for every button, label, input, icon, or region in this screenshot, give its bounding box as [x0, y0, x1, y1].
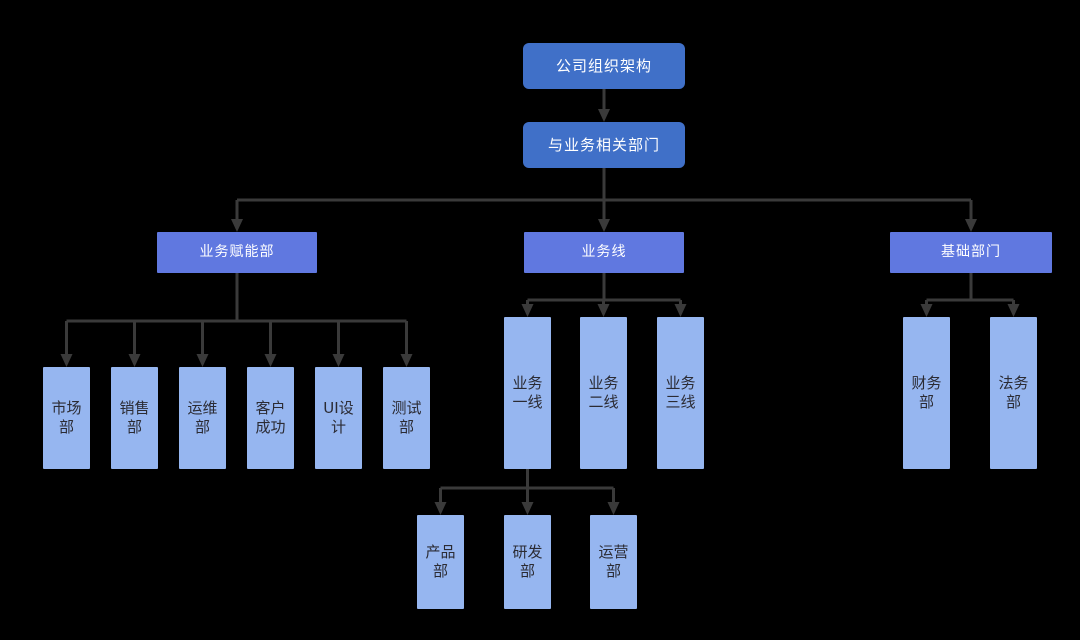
- arrowhead-icon: [521, 304, 534, 317]
- node-label-line1: 业务一线: [512, 373, 543, 412]
- node-line3[interactable]: 业务三线: [657, 317, 704, 469]
- node-root[interactable]: 公司组织架构: [523, 43, 685, 89]
- node-operation[interactable]: 运营部: [590, 515, 637, 609]
- arrowhead-icon: [434, 502, 447, 515]
- node-rnd[interactable]: 研发部: [504, 515, 551, 609]
- node-enable[interactable]: 业务赋能部: [157, 232, 317, 273]
- node-cs[interactable]: 客户成功: [247, 367, 294, 469]
- arrowhead-icon: [400, 354, 413, 367]
- node-label-ui: UI设计: [323, 398, 354, 437]
- node-line2[interactable]: 业务二线: [580, 317, 627, 469]
- arrowhead-icon: [597, 304, 610, 317]
- node-qa[interactable]: 测试部: [383, 367, 430, 469]
- node-label-market: 市场部: [51, 398, 82, 437]
- node-ui[interactable]: UI设计: [315, 367, 362, 469]
- node-label-bizline: 业务线: [581, 243, 627, 260]
- node-ops-dev[interactable]: 运维部: [179, 367, 226, 469]
- node-biz-rel[interactable]: 与业务相关部门: [523, 122, 685, 168]
- arrowhead-icon: [521, 502, 534, 515]
- node-label-product: 产品部: [425, 542, 456, 581]
- arrowhead-icon: [196, 354, 209, 367]
- node-legal[interactable]: 法务部: [990, 317, 1037, 469]
- node-label-root: 公司组织架构: [555, 56, 652, 75]
- node-product[interactable]: 产品部: [417, 515, 464, 609]
- arrowhead-icon: [607, 502, 620, 515]
- node-label-line2: 业务二线: [588, 373, 619, 412]
- arrowhead-icon: [598, 109, 610, 122]
- node-label-legal: 法务部: [998, 373, 1029, 412]
- arrowhead-icon: [1007, 304, 1020, 317]
- node-market[interactable]: 市场部: [43, 367, 90, 469]
- node-label-line3: 业务三线: [665, 373, 696, 412]
- node-label-rnd: 研发部: [512, 542, 543, 581]
- node-label-enable: 业务赋能部: [199, 243, 275, 260]
- node-label-sales: 销售部: [119, 398, 150, 437]
- arrowhead-icon: [332, 354, 345, 367]
- node-label-cs: 客户成功: [255, 398, 286, 437]
- node-label-ops-dev: 运维部: [187, 398, 218, 437]
- arrowhead-icon: [264, 354, 277, 367]
- node-label-operation: 运营部: [598, 542, 629, 581]
- node-label-finance: 财务部: [911, 373, 942, 412]
- node-sales[interactable]: 销售部: [111, 367, 158, 469]
- node-label-biz-rel: 与业务相关部门: [547, 135, 660, 154]
- node-line1[interactable]: 业务一线: [504, 317, 551, 469]
- node-bizline[interactable]: 业务线: [524, 232, 684, 273]
- arrowhead-icon: [128, 354, 141, 367]
- arrowhead-icon: [231, 219, 243, 232]
- arrowhead-icon: [60, 354, 73, 367]
- arrowhead-icon: [598, 219, 610, 232]
- node-label-qa: 测试部: [391, 398, 422, 437]
- arrowhead-icon: [674, 304, 687, 317]
- node-base[interactable]: 基础部门: [890, 232, 1052, 273]
- arrowhead-icon: [965, 219, 977, 232]
- arrowhead-icon: [920, 304, 933, 317]
- node-finance[interactable]: 财务部: [903, 317, 950, 469]
- node-label-base: 基础部门: [941, 243, 1001, 260]
